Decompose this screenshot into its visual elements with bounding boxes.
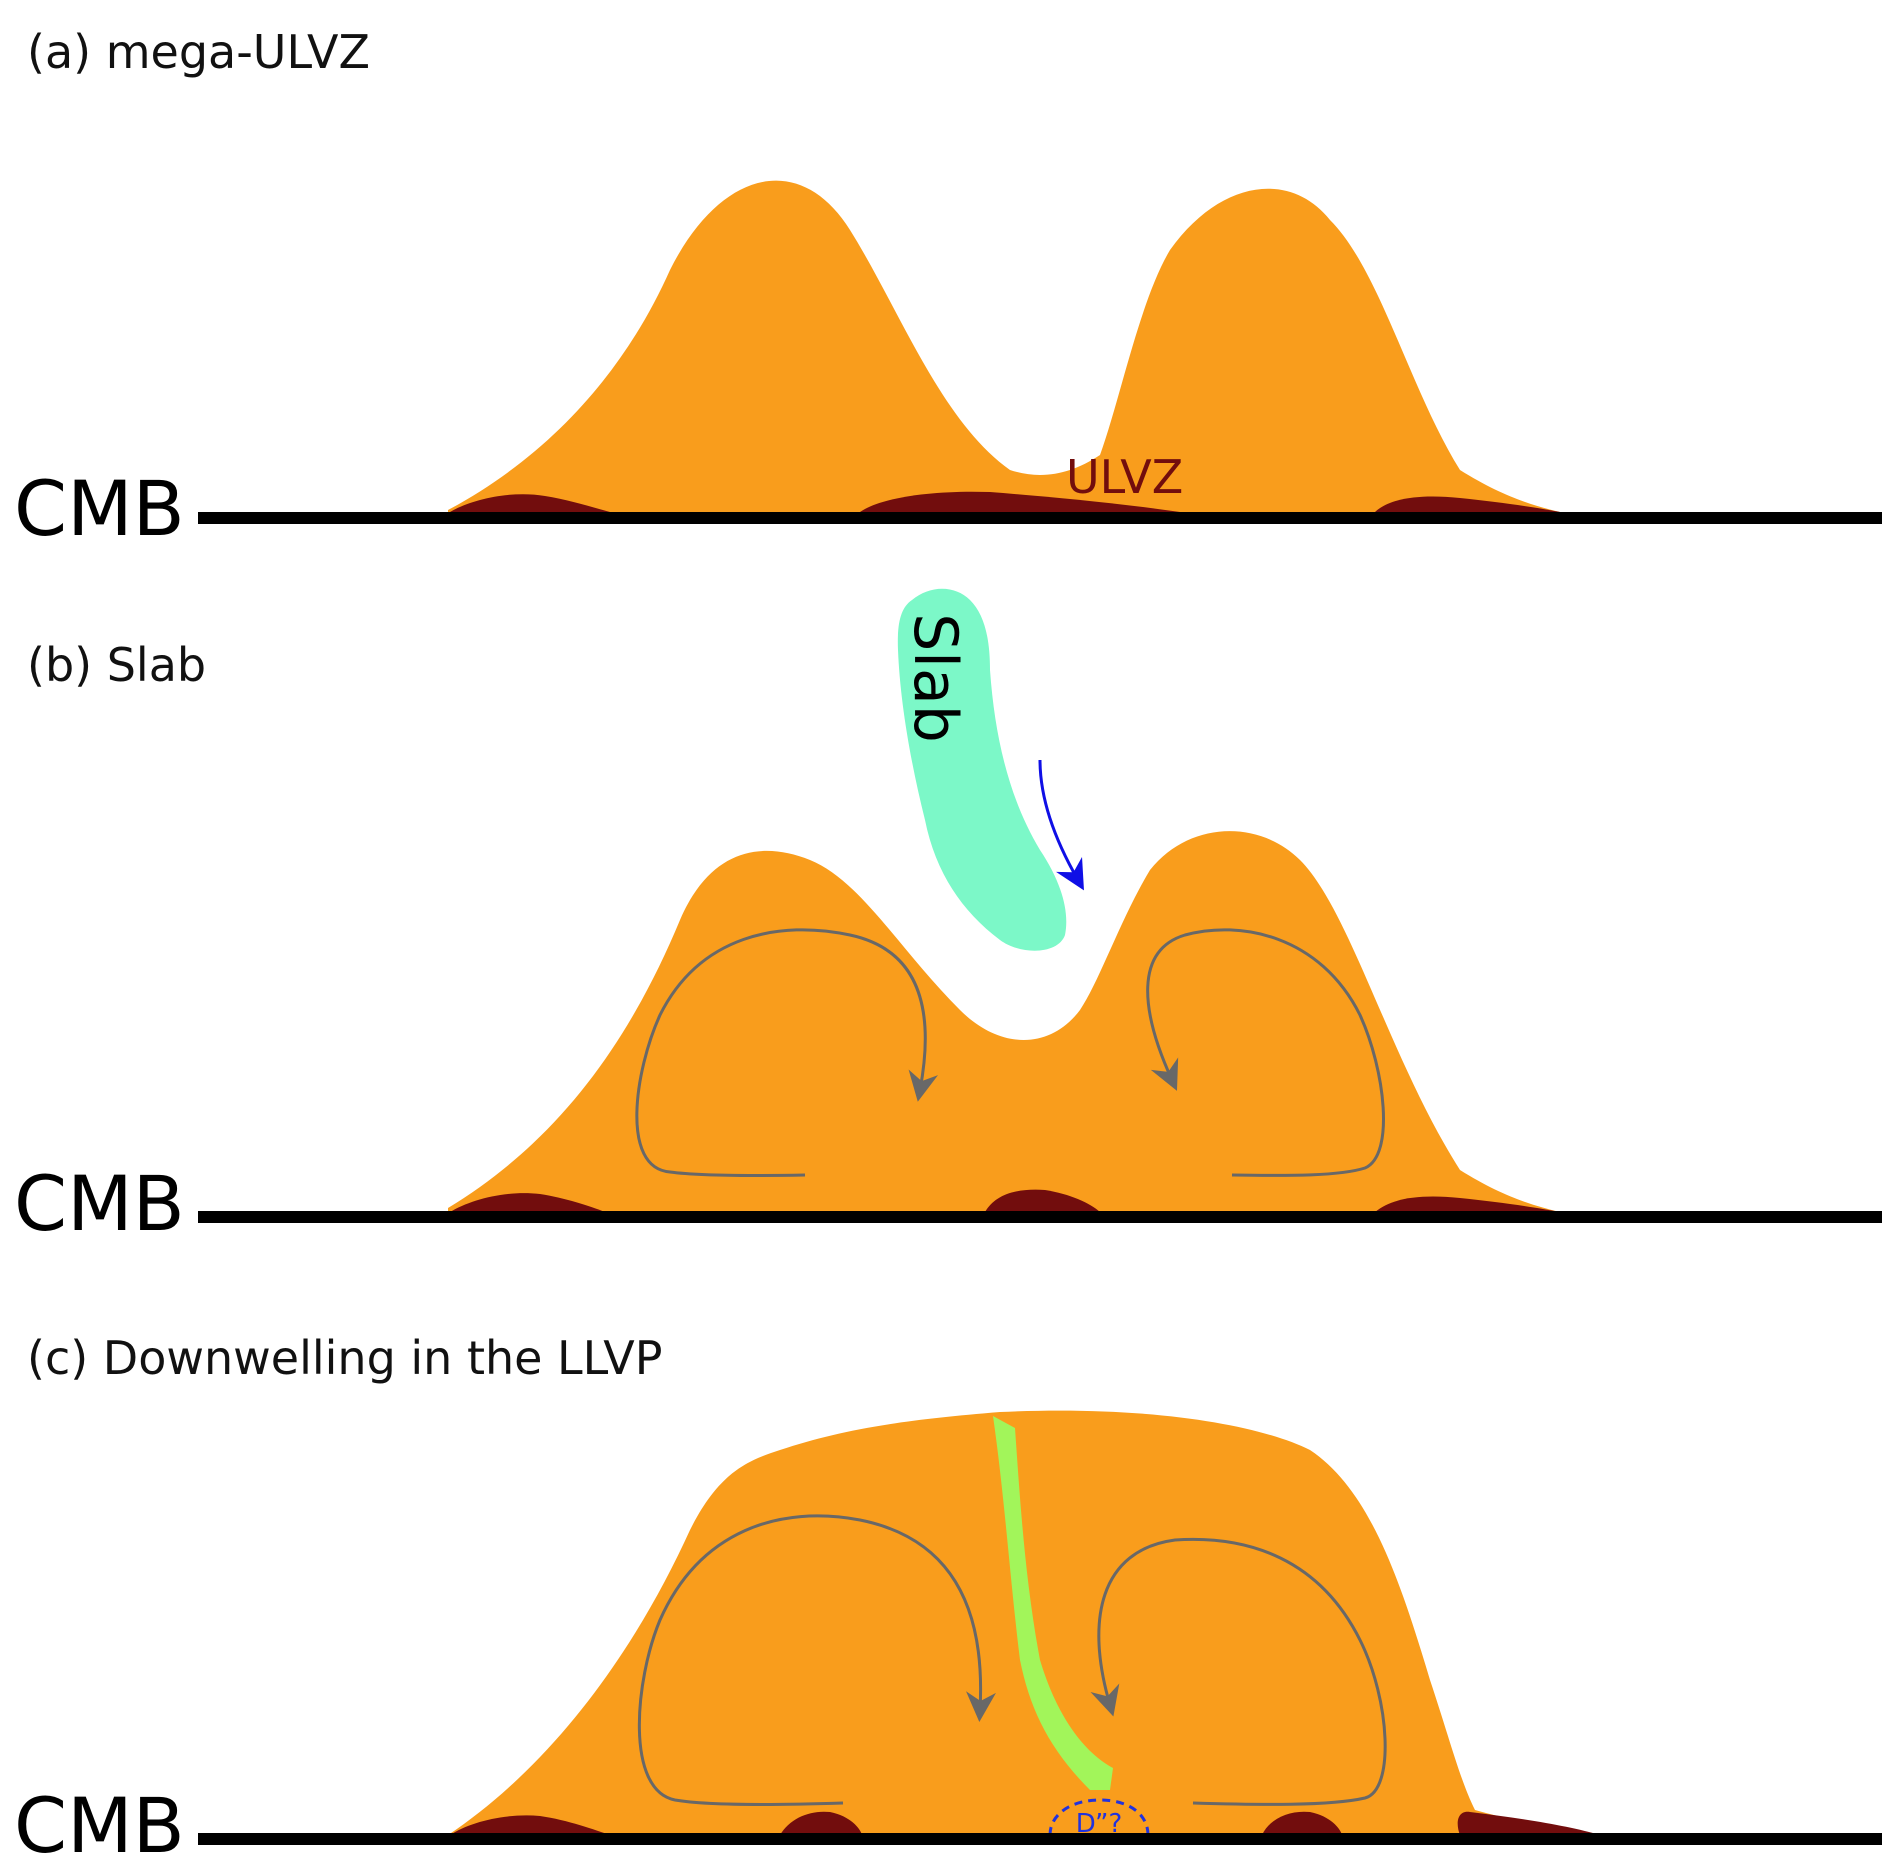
cmb-line-a: [198, 512, 1882, 524]
ulvz-patch-c4: [1457, 1811, 1600, 1835]
ulvz-patch-b2: [985, 1189, 1100, 1212]
panel-c: (c) Downwelling in the LLVP D”? CMB: [14, 1331, 1882, 1865]
dpp-region: [1048, 1798, 1150, 1836]
cmb-label-c: CMB: [14, 1781, 185, 1861]
cmb-line-c: [198, 1833, 1882, 1845]
ulvz-patch-b1: [450, 1193, 605, 1212]
slab-label: Slab: [900, 613, 970, 743]
ulvz-patch-a3: [1375, 496, 1560, 512]
circulation-arrow-icon: [637, 1514, 996, 1807]
panel-c-title: (c) Downwelling in the LLVP: [27, 1331, 662, 1385]
llvp-pile-a: [448, 180, 1560, 512]
panel-a-title: (a) mega-ULVZ: [27, 25, 370, 79]
slab: [897, 588, 1067, 951]
cmb-line-b: [198, 1211, 1882, 1223]
panel-b: (b) Slab Slab CMB: [14, 588, 1882, 1248]
llvp-pile-b: [448, 831, 1560, 1212]
cmb-label-b: CMB: [14, 1159, 185, 1248]
ulvz-patch-b3: [1375, 1196, 1560, 1212]
panel-a: (a) mega-ULVZ ULVZ CMB: [14, 25, 1882, 553]
ulvz-patch-a2: [860, 491, 1180, 512]
panel-b-title: (b) Slab: [27, 638, 206, 692]
ulvz-patch-c3: [1262, 1811, 1342, 1835]
circulation-arrow-icon: [635, 928, 939, 1178]
ulvz-patch-c2: [780, 1811, 862, 1835]
circulation-arrow-icon: [1146, 928, 1385, 1177]
ulvz-patch-c1: [450, 1815, 610, 1835]
downwelling-plume: [993, 1416, 1113, 1790]
ulvz-patch-a1: [450, 494, 610, 512]
sinking-arrow-icon: [1038, 759, 1084, 891]
circulation-arrow-icon: [1090, 1537, 1387, 1806]
cmb-label-a: CMB: [14, 464, 185, 553]
ulvz-label: ULVZ: [1066, 450, 1183, 504]
